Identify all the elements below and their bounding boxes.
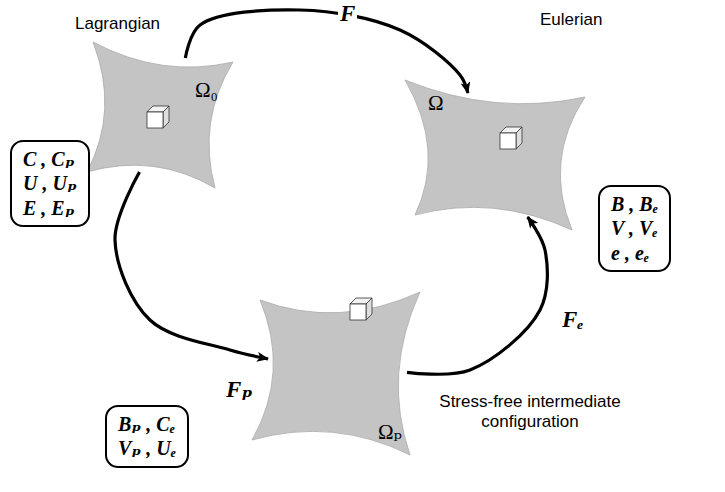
region-outline <box>405 80 585 230</box>
tensor-pair: B , Bₑ <box>611 192 658 216</box>
mapping-symbol: Fₚ <box>224 378 255 401</box>
mapping-arrow <box>115 172 268 359</box>
region-outline <box>87 42 233 188</box>
region-name: Ωₚ <box>378 422 402 443</box>
tensor-box: Bₚ , CₑVₚ , Uₑ <box>105 405 189 468</box>
material-cube <box>350 298 372 320</box>
region-name: Ω <box>428 93 444 114</box>
tensor-pair: U , Uₚ <box>23 171 77 195</box>
tensor-pair: Vₚ , Uₑ <box>118 436 176 460</box>
configuration-region: Ω <box>400 75 590 235</box>
configuration-caption: Stress-free intermediate configuration <box>432 392 628 433</box>
region-outline <box>252 292 420 455</box>
configuration-region: Ω₀ <box>85 40 235 190</box>
tensor-pair: e , eₑ <box>611 241 658 265</box>
tensor-pair: V , Vₑ <box>611 216 658 240</box>
configuration-caption: Lagrangian <box>75 14 160 34</box>
configuration-region: Ωₚ <box>250 290 425 460</box>
mapping-symbol: Fₑ <box>560 308 586 331</box>
tensor-pair: E , Eₚ <box>23 196 77 220</box>
tensor-box: C , CₚU , UₚE , Eₚ <box>10 140 90 227</box>
region-shape <box>85 40 235 190</box>
region-name: Ω₀ <box>195 80 218 101</box>
configuration-caption: Eulerian <box>540 10 602 30</box>
mapping-arrow <box>185 10 468 93</box>
tensor-pair: C , Cₚ <box>23 147 77 171</box>
material-cube <box>500 127 522 149</box>
mapping-symbol: F <box>338 2 357 25</box>
tensor-box: B , BₑV , Vₑe , eₑ <box>598 185 671 272</box>
material-cube <box>147 106 169 128</box>
mapping-arrow <box>407 217 547 374</box>
tensor-pair: Bₚ , Cₑ <box>118 412 176 436</box>
